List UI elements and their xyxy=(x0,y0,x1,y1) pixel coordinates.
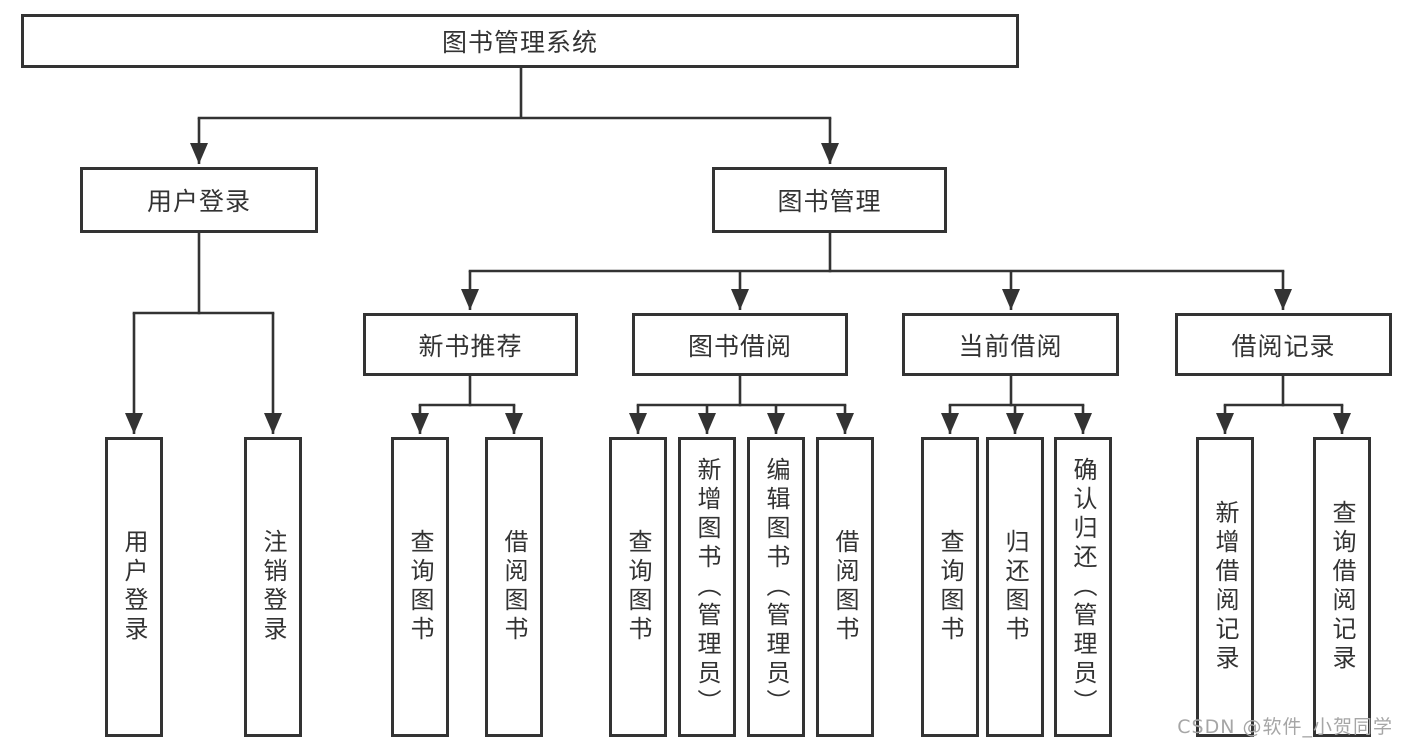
node-user-login: 用户登录 xyxy=(80,167,318,233)
node-current-borrowing: 当前借阅 xyxy=(902,313,1119,376)
leaf-query-books-recommend: 查询图书 xyxy=(391,437,449,737)
leaf-user-login: 用户登录 xyxy=(105,437,163,737)
leaf-add-books-admin: 新增图书（管理员） xyxy=(678,437,736,737)
leaf-query-borrow-record: 查询借阅记录 xyxy=(1313,437,1371,737)
leaf-logout: 注销登录 xyxy=(244,437,302,737)
node-root: 图书管理系统 xyxy=(21,14,1019,68)
leaf-edit-books-admin: 编辑图书（管理员） xyxy=(747,437,805,737)
node-borrowing-records-label: 借阅记录 xyxy=(1231,331,1336,361)
node-new-book-recommend-label: 新书推荐 xyxy=(418,331,523,361)
node-book-management: 图书管理 xyxy=(712,167,947,233)
leaf-query-books-borrowing-label: 查询图书 xyxy=(624,529,652,645)
leaf-return-books: 归还图书 xyxy=(986,437,1044,737)
leaf-return-books-label: 归还图书 xyxy=(1001,529,1029,645)
leaf-borrow-books-recommend-label: 借阅图书 xyxy=(500,529,528,645)
leaf-borrow-books-borrowing-label: 借阅图书 xyxy=(831,529,859,645)
node-borrowing-records: 借阅记录 xyxy=(1175,313,1392,376)
node-current-borrowing-label: 当前借阅 xyxy=(958,331,1063,361)
leaf-user-login-label: 用户登录 xyxy=(120,529,148,645)
node-book-management-label: 图书管理 xyxy=(777,187,882,216)
leaf-borrow-books-recommend: 借阅图书 xyxy=(485,437,543,737)
leaf-query-books-borrowing: 查询图书 xyxy=(609,437,667,737)
node-book-borrowing: 图书借阅 xyxy=(632,313,848,376)
leaf-add-books-admin-label: 新增图书（管理员） xyxy=(693,456,721,718)
csdn-watermark: CSDN @软件_小贺同学 xyxy=(1177,716,1393,738)
node-user-login-label: 用户登录 xyxy=(146,187,251,216)
leaf-confirm-return-admin: 确认归还（管理员） xyxy=(1054,437,1112,737)
leaf-query-books-current-label: 查询图书 xyxy=(936,529,964,645)
node-root-label: 图书管理系统 xyxy=(441,28,598,57)
node-new-book-recommend: 新书推荐 xyxy=(363,313,578,376)
leaf-query-books-current: 查询图书 xyxy=(921,437,979,737)
leaf-add-borrow-record-label: 新增借阅记录 xyxy=(1211,500,1239,674)
leaf-logout-label: 注销登录 xyxy=(259,529,287,645)
leaf-query-borrow-record-label: 查询借阅记录 xyxy=(1328,500,1356,674)
leaf-query-books-recommend-label: 查询图书 xyxy=(406,529,434,645)
leaf-confirm-return-admin-label: 确认归还（管理员） xyxy=(1069,456,1097,718)
leaf-borrow-books-borrowing: 借阅图书 xyxy=(816,437,874,737)
leaf-add-borrow-record: 新增借阅记录 xyxy=(1196,437,1254,737)
node-book-borrowing-label: 图书借阅 xyxy=(687,331,792,361)
leaf-edit-books-admin-label: 编辑图书（管理员） xyxy=(762,456,790,718)
